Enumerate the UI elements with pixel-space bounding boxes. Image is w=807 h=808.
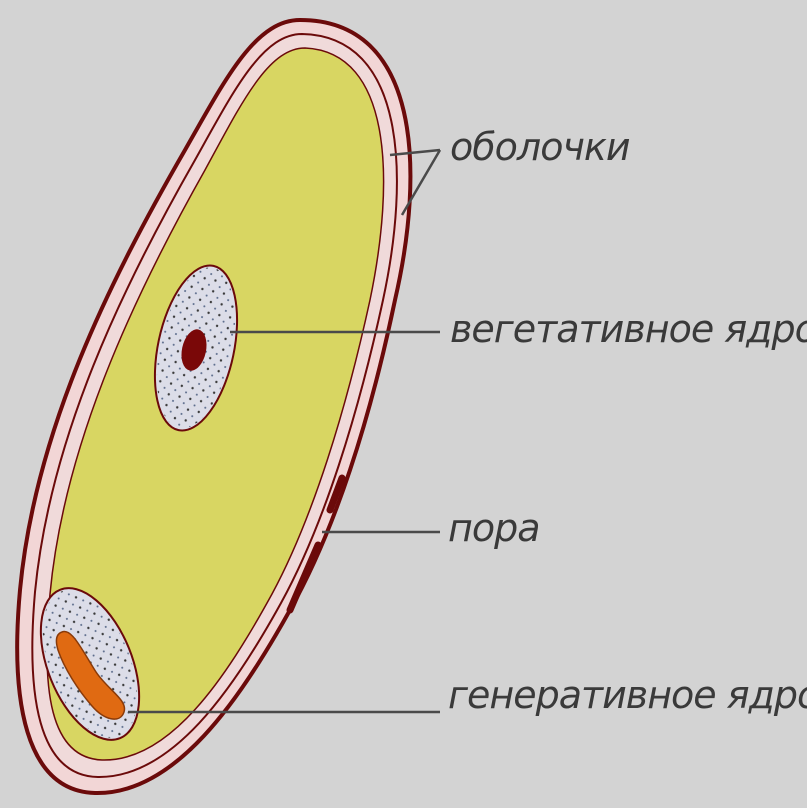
- label-shells: оболочки: [450, 128, 630, 166]
- label-generative-nucleus: генеративное ядро: [448, 676, 807, 714]
- label-vegetative-nucleus: вегетативное ядро: [450, 310, 807, 348]
- label-pore: пора: [448, 509, 540, 547]
